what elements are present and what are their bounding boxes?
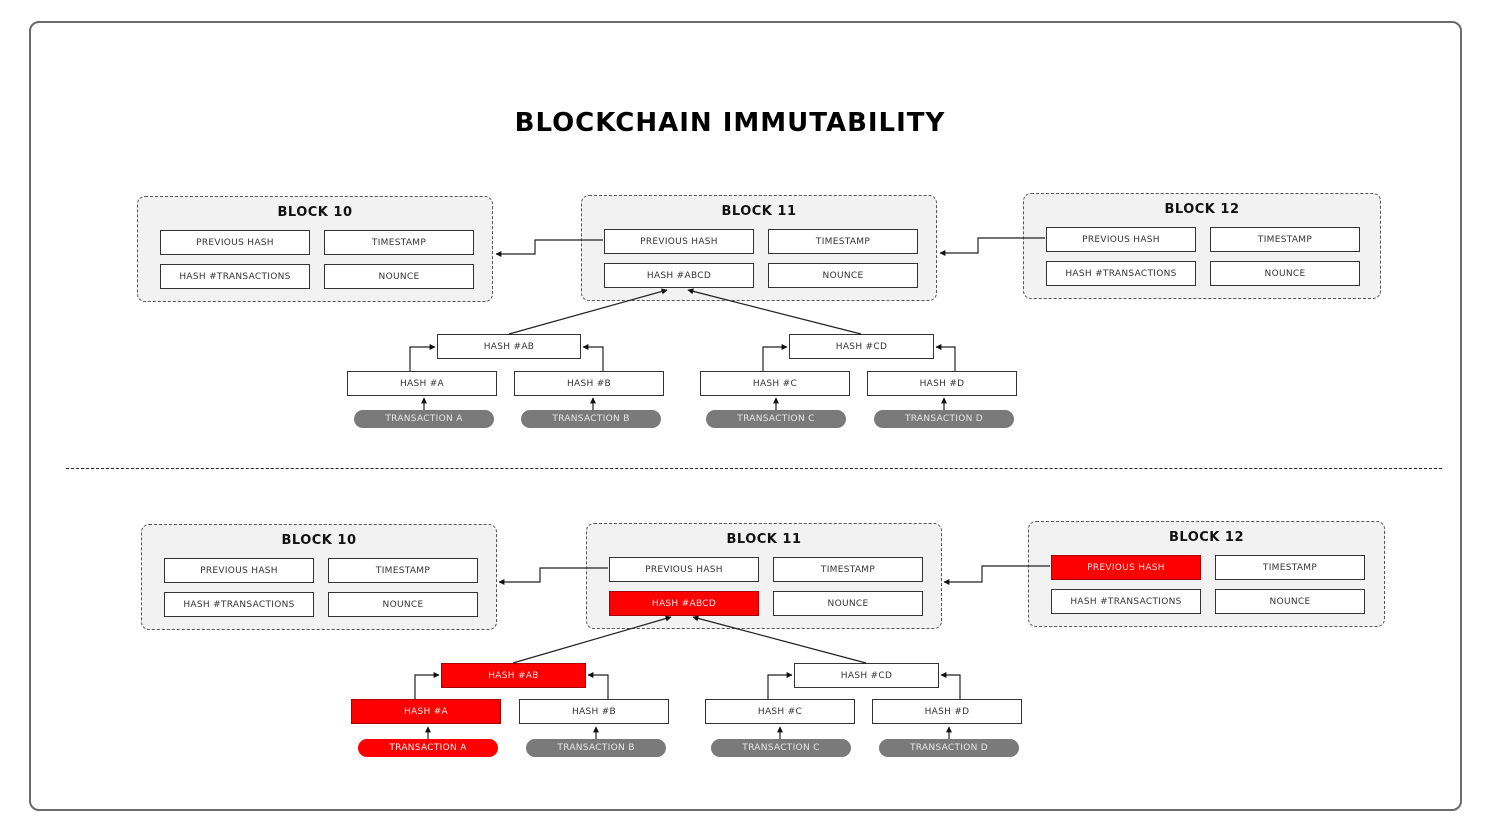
nounce-cell: NOUNCE <box>1210 261 1360 286</box>
previous-hash-cell-tampered: PREVIOUS HASH <box>1051 555 1201 580</box>
hash-cd-node: HASH #CD <box>794 663 939 688</box>
block-title: BLOCK 12 <box>1164 202 1240 217</box>
hash-c-node: HASH #C <box>705 699 855 724</box>
hash-a-node-tampered: HASH #A <box>351 699 501 724</box>
timestamp-cell: TIMESTAMP <box>1210 227 1360 252</box>
section-divider <box>66 468 1442 469</box>
block-title: BLOCK 12 <box>1168 530 1244 545</box>
transaction-c-pill: TRANSACTION C <box>706 410 846 428</box>
hash-transactions-cell: HASH #TRANSACTIONS <box>164 592 314 617</box>
transaction-d-pill: TRANSACTION D <box>874 410 1014 428</box>
block-10-original: BLOCK 10 PREVIOUS HASH TIMESTAMP HASH #T… <box>137 196 493 302</box>
timestamp-cell: TIMESTAMP <box>768 229 918 254</box>
transaction-a-pill-tampered: TRANSACTION A <box>358 739 498 757</box>
nounce-cell: NOUNCE <box>324 264 474 289</box>
diagram-title: BLOCKCHAIN IMMUTABILITY <box>514 108 946 138</box>
timestamp-cell: TIMESTAMP <box>773 557 923 582</box>
hash-abcd-cell: HASH #ABCD <box>604 263 754 288</box>
block-11-tampered: BLOCK 11 PREVIOUS HASH TIMESTAMP HASH #A… <box>586 523 942 629</box>
hash-ab-node: HASH #AB <box>437 334 581 359</box>
previous-hash-cell: PREVIOUS HASH <box>164 558 314 583</box>
nounce-cell: NOUNCE <box>773 591 923 616</box>
hash-abcd-cell-tampered: HASH #ABCD <box>609 591 759 616</box>
transaction-c-pill: TRANSACTION C <box>711 739 851 757</box>
hash-b-node: HASH #B <box>514 371 664 396</box>
block-title: BLOCK 11 <box>721 204 797 219</box>
hash-cd-node: HASH #CD <box>789 334 934 359</box>
transaction-b-pill: TRANSACTION B <box>526 739 666 757</box>
block-10-tampered: BLOCK 10 PREVIOUS HASH TIMESTAMP HASH #T… <box>141 524 497 630</box>
hash-d-node: HASH #D <box>872 699 1022 724</box>
transaction-b-pill: TRANSACTION B <box>521 410 661 428</box>
block-title: BLOCK 11 <box>726 532 802 547</box>
timestamp-cell: TIMESTAMP <box>1215 555 1365 580</box>
hash-ab-node-tampered: HASH #AB <box>441 663 586 688</box>
block-11-original: BLOCK 11 PREVIOUS HASH TIMESTAMP HASH #A… <box>581 195 937 301</box>
previous-hash-cell: PREVIOUS HASH <box>160 230 310 255</box>
hash-d-node: HASH #D <box>867 371 1017 396</box>
previous-hash-cell: PREVIOUS HASH <box>1046 227 1196 252</box>
hash-c-node: HASH #C <box>700 371 850 396</box>
transaction-d-pill: TRANSACTION D <box>879 739 1019 757</box>
nounce-cell: NOUNCE <box>1215 589 1365 614</box>
hash-a-node: HASH #A <box>347 371 497 396</box>
diagram-frame <box>29 21 1462 811</box>
hash-transactions-cell: HASH #TRANSACTIONS <box>160 264 310 289</box>
block-title: BLOCK 10 <box>281 533 357 548</box>
hash-transactions-cell: HASH #TRANSACTIONS <box>1051 589 1201 614</box>
nounce-cell: NOUNCE <box>768 263 918 288</box>
block-12-original: BLOCK 12 PREVIOUS HASH TIMESTAMP HASH #T… <box>1023 193 1381 299</box>
transaction-a-pill: TRANSACTION A <box>354 410 494 428</box>
block-title: BLOCK 10 <box>277 205 353 220</box>
hash-b-node: HASH #B <box>519 699 669 724</box>
previous-hash-cell: PREVIOUS HASH <box>609 557 759 582</box>
timestamp-cell: TIMESTAMP <box>324 230 474 255</box>
nounce-cell: NOUNCE <box>328 592 478 617</box>
timestamp-cell: TIMESTAMP <box>328 558 478 583</box>
hash-transactions-cell: HASH #TRANSACTIONS <box>1046 261 1196 286</box>
previous-hash-cell: PREVIOUS HASH <box>604 229 754 254</box>
block-12-tampered: BLOCK 12 PREVIOUS HASH TIMESTAMP HASH #T… <box>1028 521 1385 627</box>
